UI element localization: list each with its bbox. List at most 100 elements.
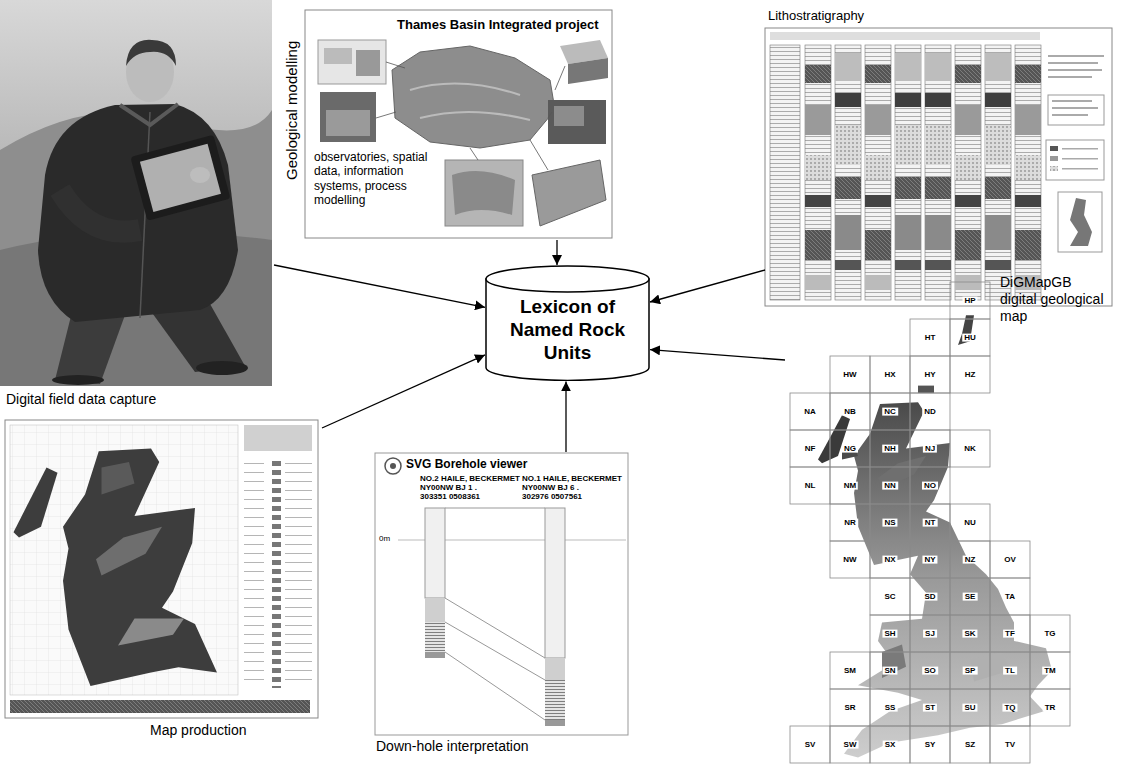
- modelling-poster: [318, 40, 386, 84]
- grid-square: [790, 467, 830, 504]
- sheet-map: [13, 449, 217, 687]
- panel-caption: Map production: [150, 722, 320, 739]
- grid-reference: SZ: [963, 740, 977, 749]
- grid-square: [870, 689, 910, 726]
- grid-square: [950, 615, 990, 652]
- grid-reference: SW: [842, 740, 859, 749]
- grid-reference: NM: [842, 481, 858, 490]
- field-photo: [196, 361, 248, 375]
- grid-reference: NB: [842, 407, 858, 416]
- field-photo: [130, 135, 230, 221]
- grid-reference: SX: [883, 740, 898, 749]
- database-label: Lexicon of Named Rock Units: [498, 296, 638, 364]
- field-photo: [140, 144, 221, 212]
- grid-reference: HW: [841, 370, 858, 379]
- modelling-poster: [326, 110, 370, 136]
- poster-note: observatories, spatial data, information…: [314, 150, 440, 208]
- grid-square: [870, 393, 910, 430]
- grid-square: [950, 504, 990, 541]
- poster-panel: Geological modelling Thames Basin Integra…: [283, 8, 614, 240]
- digital-map: [882, 645, 906, 678]
- grid-reference: SV: [803, 740, 818, 749]
- stratigraphy-chart: [1062, 158, 1098, 160]
- grid-reference: TL: [1003, 666, 1017, 675]
- borehole-viewer: [425, 622, 445, 652]
- grid-square: [910, 578, 950, 615]
- grid-reference: HZ: [963, 370, 978, 379]
- grid-square: [830, 652, 870, 689]
- field-photo: [0, 0, 272, 386]
- stratigraphy-chart: [895, 45, 921, 300]
- borehole-viewer: [425, 598, 445, 622]
- stratigraphy-chart: [1070, 198, 1092, 246]
- grid-square: [910, 319, 950, 356]
- grid-reference: HY: [922, 370, 937, 379]
- grid-square: [910, 541, 950, 578]
- connector-arrow: [322, 355, 485, 428]
- modelling-poster: [548, 100, 606, 144]
- cylinder-top: [486, 266, 649, 292]
- grid-square: [990, 689, 1030, 726]
- grid-square: [830, 541, 870, 578]
- grid-reference: NK: [962, 444, 978, 453]
- grid-square: [990, 541, 1030, 578]
- sheet-map: [13, 467, 57, 537]
- grid-square: [870, 615, 910, 652]
- poster-title: Thames Basin Integrated project: [397, 17, 611, 33]
- connector-arrow: [565, 381, 566, 452]
- well-label: NO.1 HAILE, BECKERMET: [522, 474, 622, 484]
- grid-reference: ST: [923, 703, 937, 712]
- grid-reference: SY: [923, 740, 938, 749]
- borehole-viewer: [445, 508, 545, 509]
- field-photo: [0, 0, 272, 386]
- vertical-caption: Geological modelling: [283, 41, 301, 180]
- chart-panel: Lithostratigraphy: [765, 6, 1115, 308]
- digital-map: [918, 386, 934, 393]
- grid-reference: SR: [842, 703, 857, 712]
- grid-reference: HP: [962, 296, 977, 305]
- grid-square: [870, 726, 910, 763]
- grid-reference: SH: [882, 629, 897, 638]
- stratigraphy-chart: [1058, 192, 1102, 252]
- grid-reference: TA: [1003, 592, 1017, 601]
- grid-reference: TR: [1043, 703, 1058, 712]
- depth-label: 0m: [379, 534, 390, 544]
- sheet-map: [10, 425, 238, 695]
- stratigraphy-chart: [865, 45, 891, 300]
- grid-square: [910, 504, 950, 541]
- stratigraphy-chart: [1062, 168, 1098, 170]
- field-photo: [126, 40, 176, 66]
- sheet-map: [63, 449, 217, 687]
- well-label: 302976 0507561: [522, 492, 582, 502]
- borehole-viewer: [385, 458, 401, 474]
- borehole-viewer: [545, 658, 565, 680]
- stratigraphy-chart: [1052, 114, 1088, 116]
- grid-square: [870, 541, 910, 578]
- grid-square: [990, 578, 1030, 615]
- modelling-poster: [452, 171, 515, 215]
- stratigraphy-chart: [1050, 146, 1058, 151]
- grid-square: [830, 467, 870, 504]
- grid-square: [910, 689, 950, 726]
- well-label: NO.2 HAILE, BECKERMET: [420, 474, 520, 484]
- sheet-map: [96, 527, 162, 576]
- grid-square: [870, 430, 910, 467]
- grid-reference: SK: [962, 629, 977, 638]
- grid-reference: HT: [923, 333, 938, 342]
- grid-squares: [790, 282, 1070, 763]
- map-sheet-panel: Map production: [0, 418, 322, 752]
- stratigraphy-chart: [1050, 156, 1058, 161]
- grid-square: [830, 689, 870, 726]
- grid-square: [830, 356, 870, 393]
- grid-square: [870, 356, 910, 393]
- grid-square: [910, 393, 950, 430]
- sheet-map: [102, 462, 135, 494]
- sheet-map: [10, 700, 310, 713]
- borehole-viewer: [425, 652, 445, 658]
- grid-square: [990, 615, 1030, 652]
- stratigraphy-chart: [1015, 45, 1041, 300]
- grid-reference: SP: [963, 666, 978, 675]
- borehole-viewer: [390, 463, 396, 469]
- stratigraphy-chart: [1048, 62, 1098, 64]
- field-photo: [52, 375, 104, 385]
